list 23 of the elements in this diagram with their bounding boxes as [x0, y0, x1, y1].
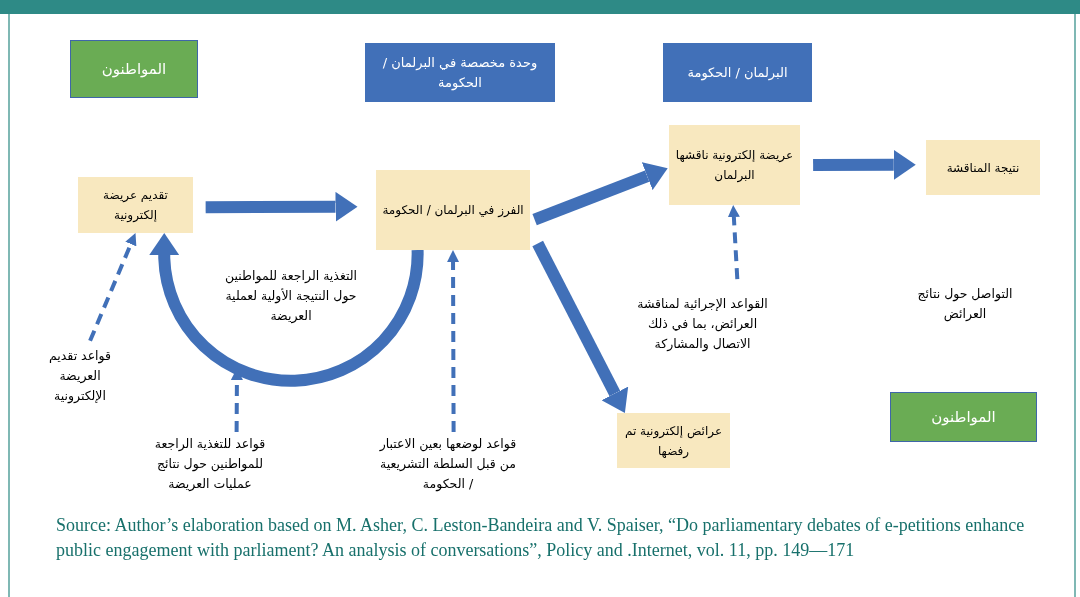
block-arrow [532, 162, 668, 226]
actor-box: البرلمان / الحكومة [663, 43, 812, 102]
dashed-arrow [727, 205, 740, 280]
rule-text: قواعد لوضعها بعين الاعتبار من قبل السلطة التشريعية / الحكومة [378, 432, 518, 496]
note-text: التواصل حول نتائج العرائض [916, 285, 1014, 324]
dashed-arrow [88, 233, 137, 342]
block-arrow [149, 233, 424, 387]
block-arrow [532, 240, 629, 413]
block-arrow [813, 149, 916, 180]
actor-box: المواطنون [70, 40, 198, 98]
process-box: تقديم عريضة إلكترونية [78, 177, 193, 233]
rule-text: القواعد الإجرائية لمناقشة العرائض، بما في ذلك الاتصال والمشاركة [630, 292, 775, 356]
dashed-arrow [447, 250, 460, 432]
process-box: نتيجة المناقشة [926, 140, 1040, 195]
rule-text: قواعد للتغذية الراجعة للمواطنين حول نتائج عمليات العريضة [140, 432, 280, 496]
block-arrow [205, 191, 358, 222]
source-caption: Source: Author’s elaboration based on M. Asher, C. Leston-Bandeira and V. Spaiser, “Do parliamentary debates of e-petitions enhance public engagement with parliament? An analysis of conversations”, Policy and .Internet, vol. 11, pp. 149—171 [56, 514, 1026, 562]
actor-box: وحدة مخصصة في البرلمان / الحكومة [365, 43, 555, 102]
process-box: الفرز في البرلمان / الحكومة [376, 170, 530, 250]
actor-box: المواطنون [890, 392, 1037, 442]
process-box: عريضة إلكترونية ناقشها البرلمان [669, 125, 800, 205]
rule-text: قواعد تقديم العريضة الإلكترونية [38, 344, 122, 408]
process-box: عرائض إلكترونية تم رفضها [617, 413, 730, 468]
